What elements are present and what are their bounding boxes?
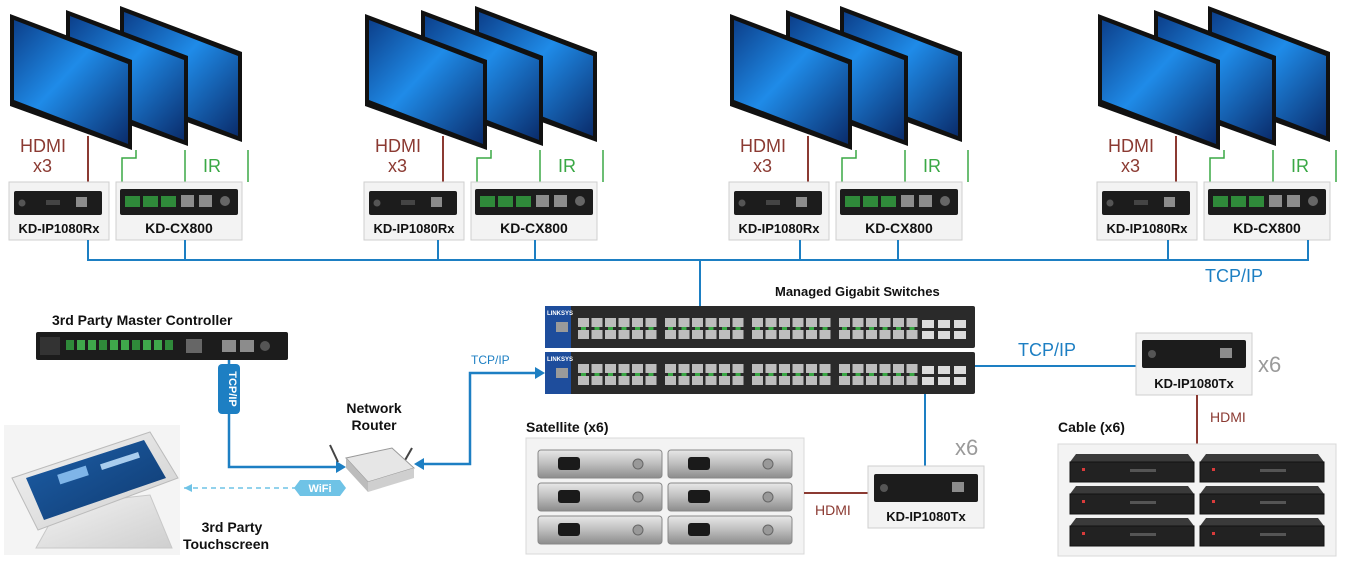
kd-ip1080rx-receiver: KD-IP1080Rx xyxy=(1096,181,1198,241)
monitor xyxy=(365,14,487,150)
wifi-arrow-head xyxy=(184,484,192,492)
ir-label: IR xyxy=(923,156,941,176)
satellite-receiver xyxy=(667,449,793,479)
rx-label: KD-IP1080Rx xyxy=(739,221,821,236)
rx-label: KD-IP1080Rx xyxy=(19,221,101,236)
ir-link xyxy=(841,150,857,182)
cable-tx-count: x6 xyxy=(1258,352,1281,377)
switches-title: Managed Gigabit Switches xyxy=(775,284,940,299)
cable-receiver xyxy=(1069,518,1195,547)
cable-tx-label: KD-IP1080Tx xyxy=(1154,376,1234,391)
hdmi-label: HDMI xyxy=(20,136,66,156)
hdmi-count-label: x3 xyxy=(33,156,52,176)
hdmi-label: HDMI xyxy=(375,136,421,156)
cx-label: KD-CX800 xyxy=(1233,220,1301,236)
satellite-hdmi-label: HDMI xyxy=(815,502,851,518)
router-switch-link-label: TCP/IP xyxy=(471,353,510,367)
switch-brand-2: LINKSYS xyxy=(547,357,573,363)
hdmi-count-label: x3 xyxy=(1121,156,1140,176)
tcpip-bus-line xyxy=(87,240,1309,310)
controller-router-link xyxy=(227,360,340,469)
hdmi-label: HDMI xyxy=(740,136,786,156)
satellite-receivers xyxy=(537,449,793,545)
router-switch-link xyxy=(420,371,538,466)
wifi-tag xyxy=(294,480,346,496)
cable-receiver xyxy=(1199,486,1325,515)
kd-cx800-controller: KD-CX800 xyxy=(835,181,963,241)
ir-label: IR xyxy=(203,156,221,176)
cable-hdmi-label: HDMI xyxy=(1210,409,1246,425)
ir-label: IR xyxy=(558,156,576,176)
cable-receiver xyxy=(1069,454,1195,483)
satellite-receiver xyxy=(537,449,663,479)
hdmi-count-label: x3 xyxy=(388,156,407,176)
rx-label: KD-IP1080Rx xyxy=(374,221,456,236)
router-title-line2: Router xyxy=(351,417,397,433)
controller-title: 3rd Party Master Controller xyxy=(52,312,233,328)
satellite-receiver xyxy=(667,515,793,545)
switch-2-ports xyxy=(556,364,966,385)
kd-cx800-controller: KD-CX800 xyxy=(470,181,598,241)
tcpip-bus-label: TCP/IP xyxy=(1205,266,1263,286)
touchscreen-title-line1: 3rd Party xyxy=(202,519,263,535)
hdmi-label: HDMI xyxy=(1108,136,1154,156)
cable-receiver xyxy=(1199,518,1325,547)
satellite-receiver xyxy=(537,482,663,512)
router-title-line1: Network xyxy=(346,400,401,416)
kd-ip1080rx-receiver: KD-IP1080Rx xyxy=(363,181,465,241)
cable-receiver xyxy=(1069,486,1195,515)
managed-switch-2: LINKSYS xyxy=(545,352,975,394)
controller-cable-label: TCP/IP xyxy=(226,371,238,406)
switch-arrow-head xyxy=(535,367,545,379)
cable-tx-encoder: KD-IP1080Tx xyxy=(1135,332,1253,396)
satellite-tx-encoder: KD-IP1080Tx xyxy=(867,465,985,529)
monitor xyxy=(1098,14,1220,150)
router-arrow-head-right xyxy=(414,458,424,470)
ir-link xyxy=(121,150,137,182)
cx-label: KD-CX800 xyxy=(865,220,933,236)
monitor xyxy=(10,14,132,150)
ir-link xyxy=(476,150,492,182)
ir-link xyxy=(1209,150,1225,182)
touchscreen-device xyxy=(4,425,180,555)
satellite-receiver xyxy=(537,515,663,545)
router-arrow-head-left xyxy=(336,461,346,473)
cx-label: KD-CX800 xyxy=(500,220,568,236)
satellite-tx-count: x6 xyxy=(955,435,978,460)
touchscreen-title-line2: Touchscreen xyxy=(183,536,269,552)
satellite-receiver xyxy=(667,482,793,512)
ir-label: IR xyxy=(1291,156,1309,176)
cable-receivers xyxy=(1069,454,1325,547)
cx-label: KD-CX800 xyxy=(145,220,213,236)
satellite-tx-label: KD-IP1080Tx xyxy=(886,509,966,524)
cable-tcpip-label: TCP/IP xyxy=(1018,340,1076,360)
cable-title: Cable (x6) xyxy=(1058,419,1125,435)
hdmi-count-label: x3 xyxy=(753,156,772,176)
switch-1-ports xyxy=(556,318,966,339)
wifi-label: WiFi xyxy=(308,483,331,495)
kd-cx800-controller: KD-CX800 xyxy=(1203,181,1331,241)
satellite-title: Satellite (x6) xyxy=(526,419,608,435)
controller-cable-tag xyxy=(218,364,240,414)
monitor xyxy=(730,14,852,150)
switch-brand-1: LINKSYS xyxy=(547,311,573,317)
kd-cx800-controller: KD-CX800 xyxy=(115,181,243,241)
network-router-device xyxy=(329,444,415,492)
kd-ip1080rx-receiver: KD-IP1080Rx xyxy=(728,181,830,241)
kd-ip1080rx-receiver: KD-IP1080Rx xyxy=(8,181,110,241)
rx-label: KD-IP1080Rx xyxy=(1107,221,1189,236)
managed-switch-1: LINKSYS xyxy=(545,306,975,348)
cable-receiver xyxy=(1199,454,1325,483)
master-controller-device xyxy=(36,332,288,360)
